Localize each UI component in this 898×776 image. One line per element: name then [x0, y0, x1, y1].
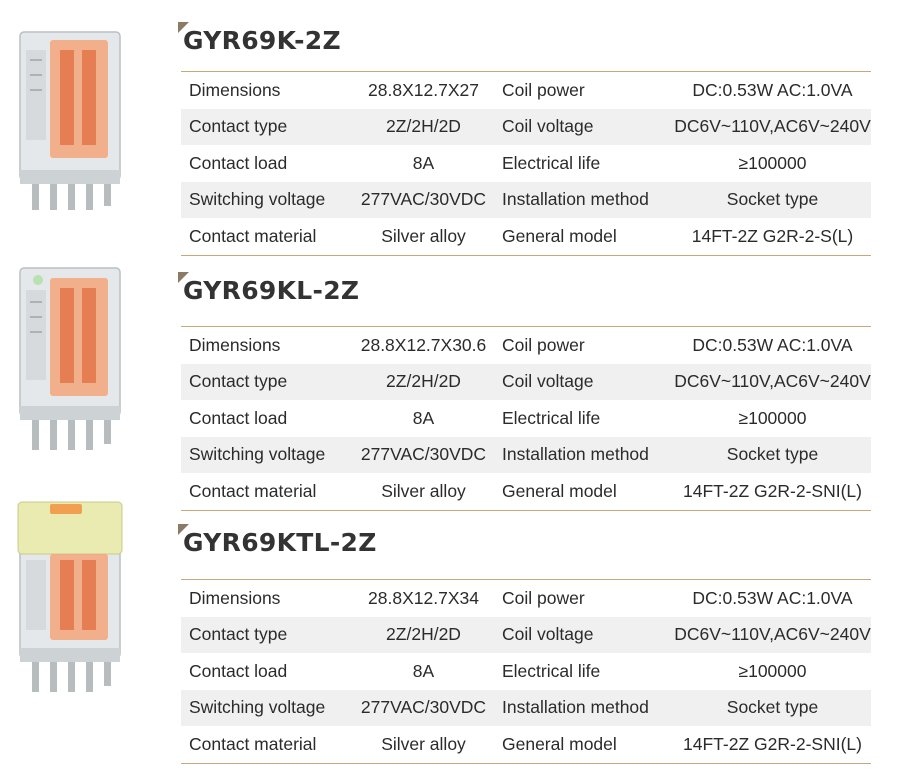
spec-value: DC:0.53W AC:1.0VA [692, 587, 853, 608]
spec-value: ≥100000 [738, 407, 807, 428]
spec-table: Dimensions 28.8X12.7X30.6 Coil power DC:0.5… [181, 326, 871, 511]
spec-value: Silver alloy [381, 733, 466, 754]
spec-label: Coil voltage [492, 616, 674, 653]
table-row: Contact load 8A Electrical life ≥100000 [181, 400, 871, 437]
spec-value: DC6V~110V,AC6V~240V [674, 363, 871, 400]
spec-label: Contact load [189, 660, 288, 681]
spec-table: Dimensions 28.8X12.7X34 Coil power DC:0.53W… [181, 579, 871, 764]
spec-value: 8A [412, 152, 435, 173]
product-section: GYR69K-2Z Dimensions 28.8X12.7X27 Coil pow… [0, 0, 898, 256]
spec-label: Coil voltage [492, 108, 674, 145]
spec-value: DC6V~110V,AC6V~240V [674, 108, 871, 145]
spec-label: Contact material [189, 480, 317, 501]
spec-value: 2Z/2H/2D [355, 108, 492, 145]
table-row: Dimensions 28.8X12.7X34 Coil power DC:0.53W… [181, 580, 871, 617]
spec-value: DC:0.53W AC:1.0VA [692, 334, 853, 355]
relay-product-image [19, 267, 121, 450]
spec-label: Coil power [502, 79, 585, 100]
spec-label: Contact material [189, 733, 317, 754]
product-section: GYR69KTL-2Z Dimensions 28.8X12.7X34 Coil p… [0, 501, 898, 776]
spec-label: Dimensions [189, 334, 281, 355]
spec-label: Switching voltage [181, 689, 355, 726]
spec-value: Silver alloy [381, 225, 466, 246]
spec-value: 2Z/2H/2D [355, 616, 492, 653]
spec-label: Dimensions [189, 587, 281, 608]
spec-label: Installation method [492, 181, 674, 218]
spec-value: 28.8X12.7X30.6 [360, 334, 487, 355]
table-row: Contact material Silver alloy General mode… [181, 218, 871, 255]
spec-label: Contact type [181, 363, 355, 400]
spec-label: Contact material [189, 225, 317, 246]
table-row: Contact load 8A Electrical life ≥100000 [181, 653, 871, 690]
table-row: Dimensions 28.8X12.7X27 Coil power DC:0.53W… [181, 72, 871, 109]
spec-label: Coil power [502, 334, 585, 355]
spec-value: 277VAC/30VDC [355, 689, 492, 726]
table-row: Contact material Silver alloy General mode… [181, 726, 871, 763]
spec-label: Contact load [189, 407, 288, 428]
spec-label: Contact load [189, 152, 288, 173]
product-model-title: GYR69KL-2Z [183, 276, 360, 305]
spec-value: 8A [412, 407, 435, 428]
table-row: Dimensions 28.8X12.7X30.6 Coil power DC:0.5… [181, 327, 871, 364]
corner-mark-icon [178, 524, 189, 535]
spec-value: Socket type [674, 436, 871, 473]
spec-table: Dimensions 28.8X12.7X27 Coil power DC:0.53W… [181, 71, 871, 256]
spec-label: General model [502, 480, 617, 501]
spec-value: Silver alloy [381, 480, 466, 501]
spec-label: Coil voltage [492, 363, 674, 400]
spec-label: Electrical life [502, 660, 601, 681]
spec-label: General model [502, 225, 617, 246]
spec-value: Socket type [674, 181, 871, 218]
spec-value: ≥100000 [738, 660, 807, 681]
table-row: Contact material Silver alloy General mode… [181, 473, 871, 510]
spec-value: 277VAC/30VDC [355, 436, 492, 473]
spec-value: 14FT-2Z G2R-2-S(L) [691, 225, 854, 246]
spec-value: Socket type [674, 689, 871, 726]
spec-value: 28.8X12.7X34 [368, 587, 479, 608]
spec-value: 8A [412, 660, 435, 681]
spec-label: Electrical life [502, 407, 601, 428]
relay-product-image [19, 31, 121, 210]
spec-label: General model [502, 733, 617, 754]
corner-mark-icon [178, 22, 189, 33]
relay-product-image [17, 501, 123, 692]
spec-value: ≥100000 [738, 152, 807, 173]
spec-label: Contact type [181, 108, 355, 145]
spec-label: Electrical life [502, 152, 601, 173]
table-row: Contact load 8A Electrical life ≥100000 [181, 145, 871, 182]
product-model-title: GYR69KTL-2Z [183, 528, 377, 557]
spec-value: DC6V~110V,AC6V~240V [674, 616, 871, 653]
spec-value: 28.8X12.7X27 [368, 79, 479, 100]
spec-label: Dimensions [189, 79, 281, 100]
spec-label: Installation method [492, 436, 674, 473]
spec-value: 277VAC/30VDC [355, 181, 492, 218]
spec-label: Contact type [181, 616, 355, 653]
spec-label: Switching voltage [181, 181, 355, 218]
spec-value: 14FT-2Z G2R-2-SNI(L) [683, 480, 862, 501]
spec-label: Switching voltage [181, 436, 355, 473]
product-model-title: GYR69K-2Z [183, 26, 341, 55]
spec-value: 2Z/2H/2D [355, 363, 492, 400]
spec-value: DC:0.53W AC:1.0VA [692, 79, 853, 100]
spec-value: 14FT-2Z G2R-2-SNI(L) [683, 733, 862, 754]
corner-mark-icon [178, 272, 189, 283]
spec-label: Coil power [502, 587, 585, 608]
spec-label: Installation method [492, 689, 674, 726]
